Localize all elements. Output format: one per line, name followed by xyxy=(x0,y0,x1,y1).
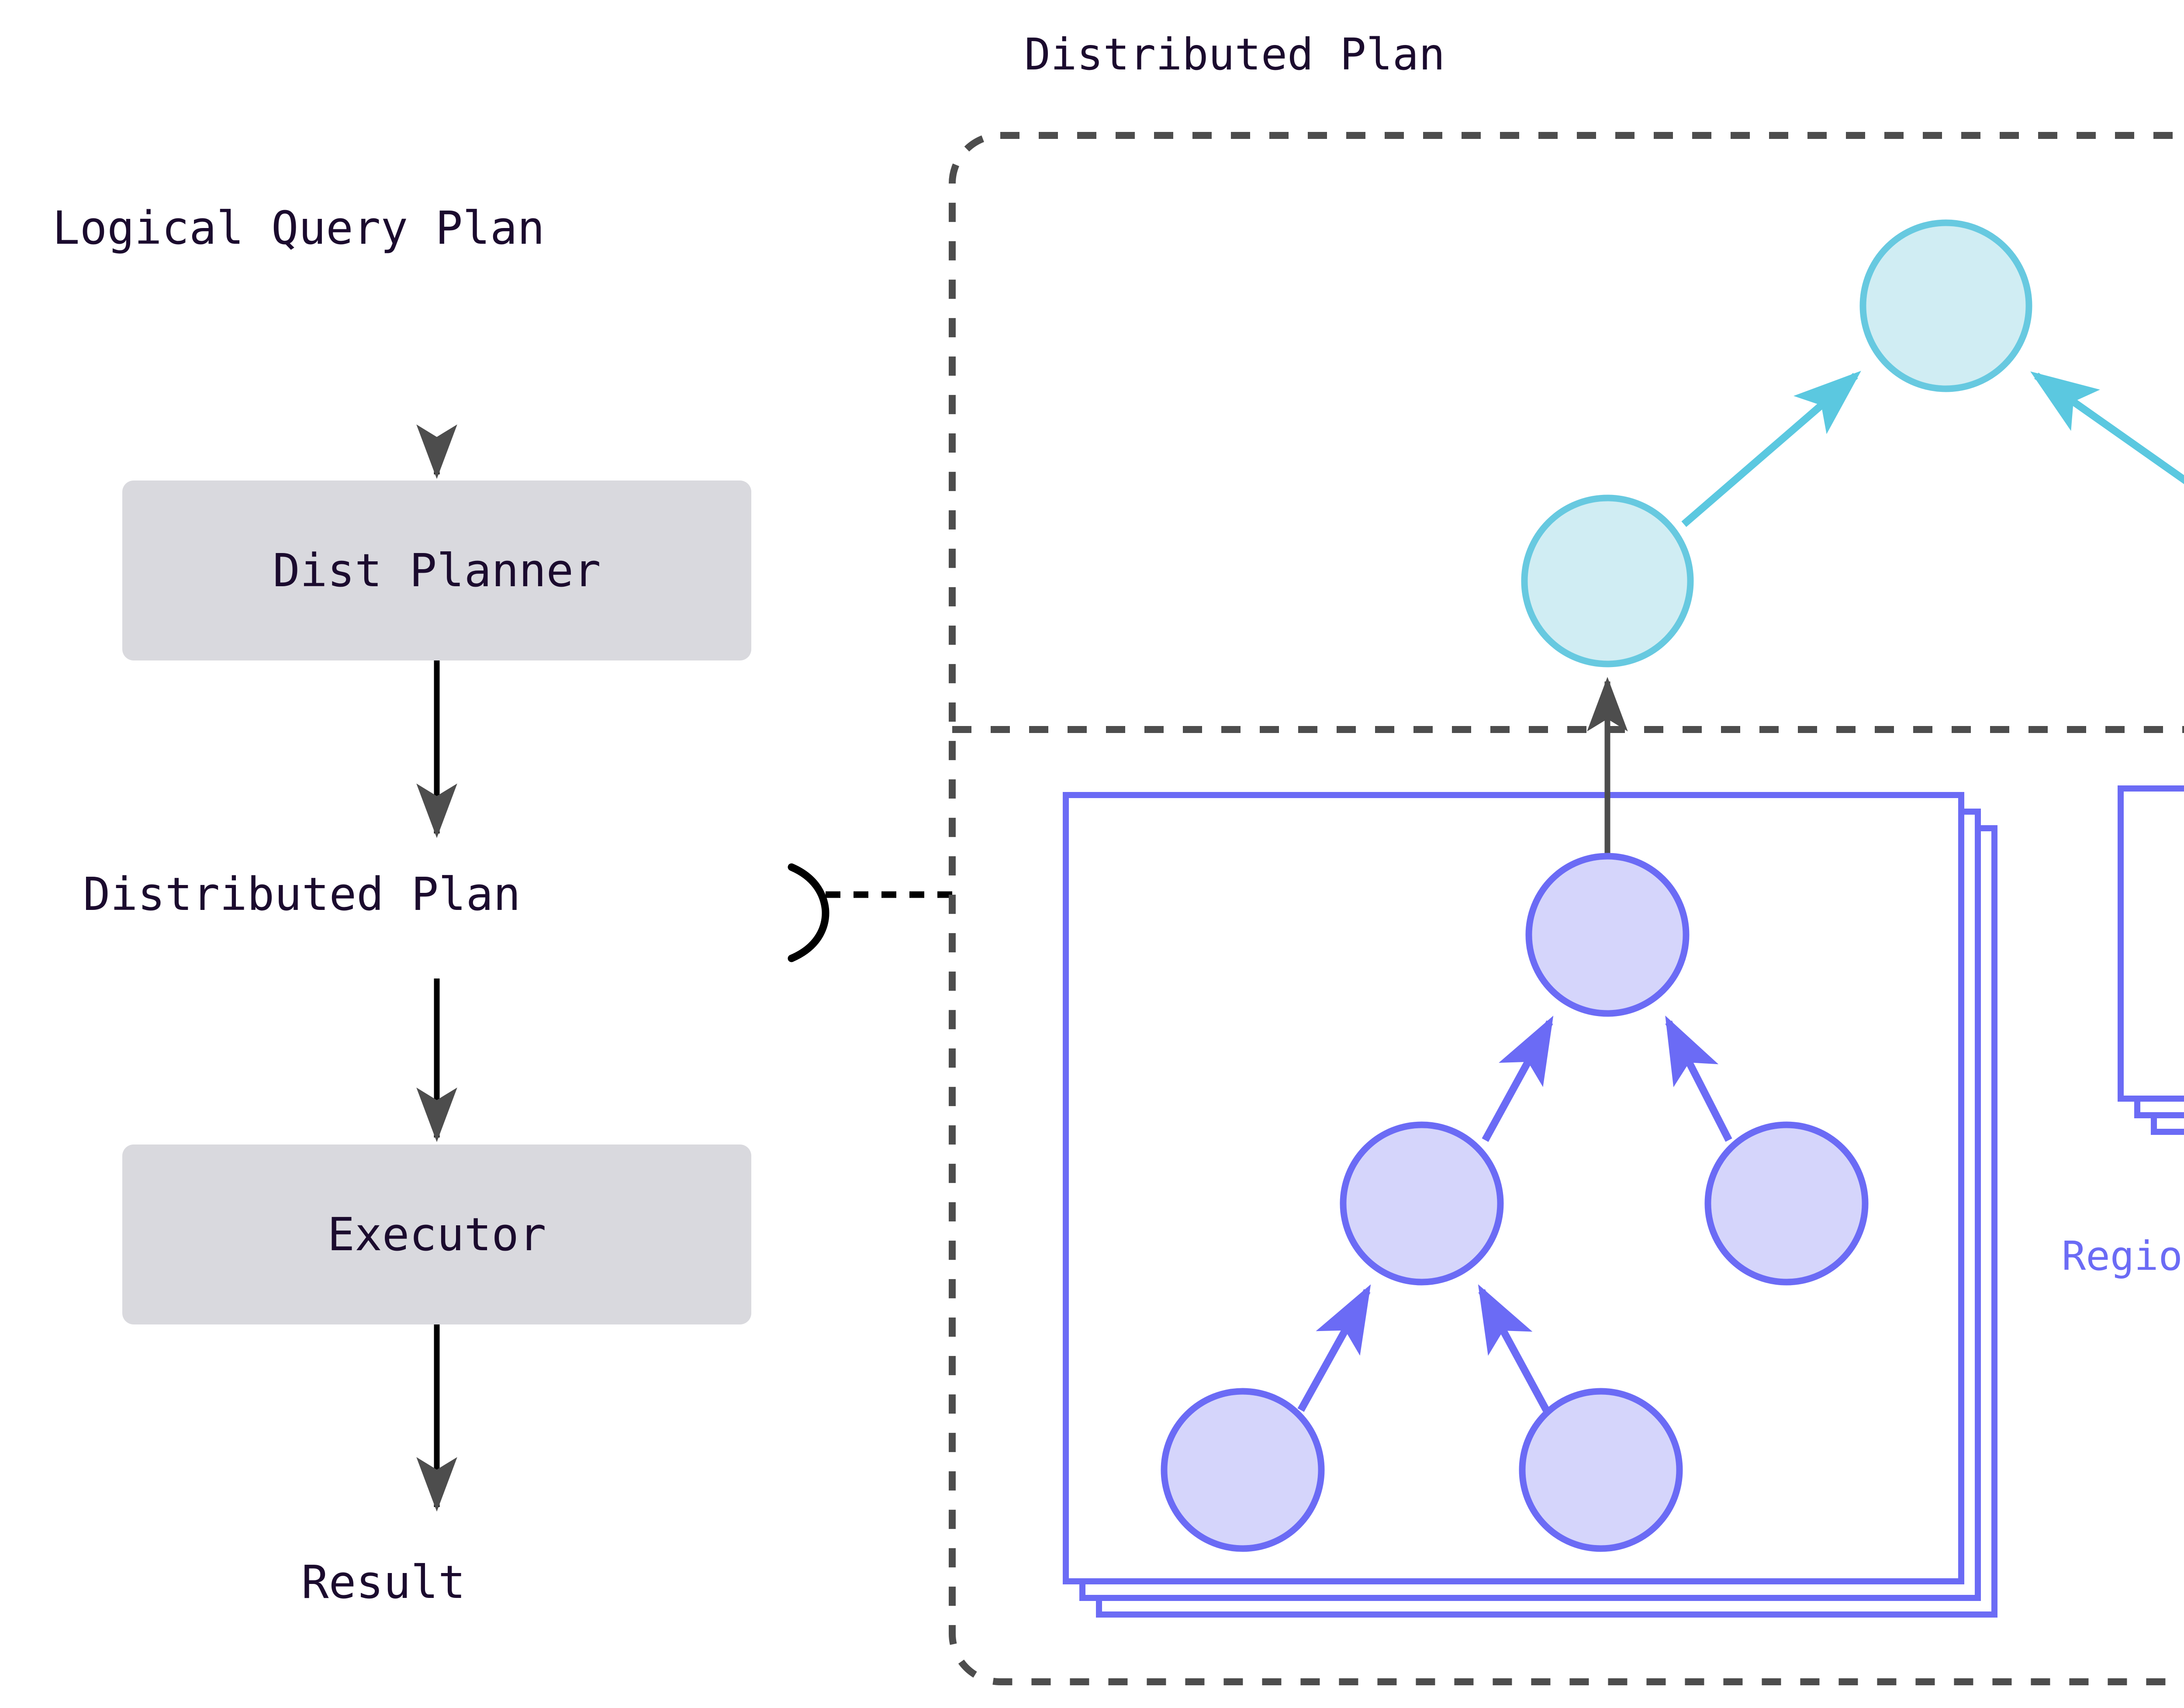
distributed-plan-container xyxy=(949,132,2184,1685)
dist-planner-label: Dist Planner xyxy=(273,544,601,597)
edge-fleft-to-froot xyxy=(1681,370,1861,527)
datanode-node-root[interactable] xyxy=(1525,853,1690,1017)
datanode-node-mid[interactable] xyxy=(1340,1121,1504,1286)
right-region-stack xyxy=(2118,785,2184,1135)
datanode-node-right[interactable] xyxy=(1704,1121,1869,1286)
region-box-layer-1 xyxy=(2118,785,2184,1102)
edge-fright-to-froot xyxy=(2030,371,2184,484)
logical-query-plan-label: Logical Query Plan xyxy=(52,201,545,255)
edge-dright-to-droot xyxy=(1665,1015,1732,1142)
datanode-node-leaf1[interactable] xyxy=(1161,1388,1325,1552)
frontend-nodes xyxy=(1521,219,2032,667)
executor-box[interactable]: Executor xyxy=(122,1144,751,1324)
frontend-node-left[interactable] xyxy=(1521,494,1694,667)
executor-label: Executor xyxy=(327,1208,546,1261)
stage-link-arrows xyxy=(1587,677,1628,856)
frontend-node-root[interactable] xyxy=(1859,219,2032,392)
datanode-node-leaf2[interactable] xyxy=(1519,1388,1683,1552)
left-region-edges xyxy=(1297,1015,1732,1412)
edge-dleaf2-to-dmid xyxy=(1478,1284,1550,1412)
result-label: Result xyxy=(301,1556,466,1609)
edge-dmid-to-droot xyxy=(1482,1016,1554,1142)
plan-brace-connector xyxy=(788,863,959,962)
edge-dleaf1-to-dmid xyxy=(1297,1284,1371,1412)
dist-planner-box[interactable]: Dist Planner xyxy=(122,481,751,660)
frontend-edges xyxy=(1681,370,2184,527)
closing-brace-icon xyxy=(788,863,829,962)
regions-label: Regions xyxy=(2062,1233,2184,1279)
distributed-plan-container-title: Distributed Plan xyxy=(1024,29,1445,80)
distributed-plan-label: Distributed Plan xyxy=(83,868,521,921)
left-region-nodes xyxy=(1161,853,1869,1552)
